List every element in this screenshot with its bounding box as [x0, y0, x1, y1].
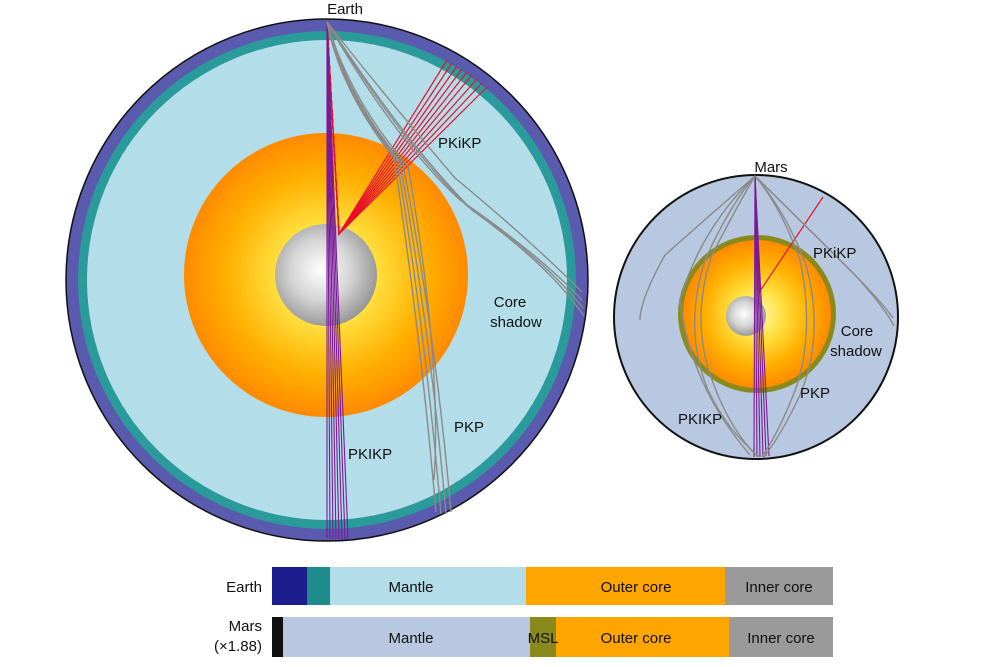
earth-bar-transition-segment	[307, 567, 330, 605]
mars-core-shadow-label-1: Core	[841, 323, 874, 340]
earth-bar-outer-core-label: Outer core	[601, 579, 672, 596]
mars-bar-outer-core-label: Outer core	[601, 630, 672, 647]
mars-bar-label-1: Mars	[229, 618, 262, 635]
earth-bar-mantle-segment	[330, 567, 526, 605]
mars-bar-mantle-segment	[283, 617, 530, 657]
earth-title: Earth	[327, 1, 363, 18]
earth-bar-inner-core-segment	[725, 567, 833, 605]
mars-bar-mantle-label: Mantle	[388, 630, 433, 647]
earth-pkp-label: PKP	[454, 419, 484, 436]
earth-core-shadow-label-2: shadow	[490, 314, 542, 331]
mars-pkp-rays	[639, 175, 895, 458]
earth-bar-outer-core-segment	[526, 567, 725, 605]
earth-pkikp-label: PKIKP	[348, 446, 392, 463]
mars-bar-crust-segment	[272, 617, 283, 657]
mars-pkp-label: PKP	[800, 385, 830, 402]
mars-bar-inner-core-segment	[729, 617, 833, 657]
mars-layer-bar: Mars (×1.88) Mantle MSL Outer core Inner…	[214, 617, 833, 657]
earth-bar-mantle-label: Mantle	[388, 579, 433, 596]
mars-core-shadow-label-2: shadow	[830, 343, 882, 360]
earth-pkikp-reflected-label: PKiKP	[438, 135, 481, 152]
mars-bar-msl-label: MSL	[528, 630, 559, 647]
mars-pkikp-reflected-label: PKiKP	[813, 245, 856, 262]
earth-diagram: Earth PKiKP Core shadow PKP PKIKP	[65, 1, 589, 542]
earth-bar-label: Earth	[226, 579, 262, 596]
earth-core-shadow-label-1: Core	[494, 294, 527, 311]
mars-bar-inner-core-label: Inner core	[747, 630, 815, 647]
earth-pkikp-rays	[326, 21, 349, 540]
earth-inner-core	[275, 224, 377, 326]
mars-bar-outer-core-segment	[556, 617, 729, 657]
mars-bar-label-2: (×1.88)	[214, 638, 262, 655]
mars-pkikp-rays	[753, 175, 770, 458]
earth-bar-inner-core-label: Inner core	[745, 579, 813, 596]
mars-diagram: Mars PKiKP Core shadow PKP PKIKP	[613, 159, 899, 460]
earth-bar-crust-segment	[272, 567, 307, 605]
earth-layer-bar: Earth Mantle Outer core Inner core	[226, 567, 833, 605]
mars-pkikp-label: PKIKP	[678, 411, 722, 428]
mars-title: Mars	[754, 159, 787, 176]
mars-bar-msl-segment	[530, 617, 556, 657]
earth-pkp-rays	[326, 21, 585, 515]
earth-pkikp-reflected-rays	[326, 21, 488, 236]
